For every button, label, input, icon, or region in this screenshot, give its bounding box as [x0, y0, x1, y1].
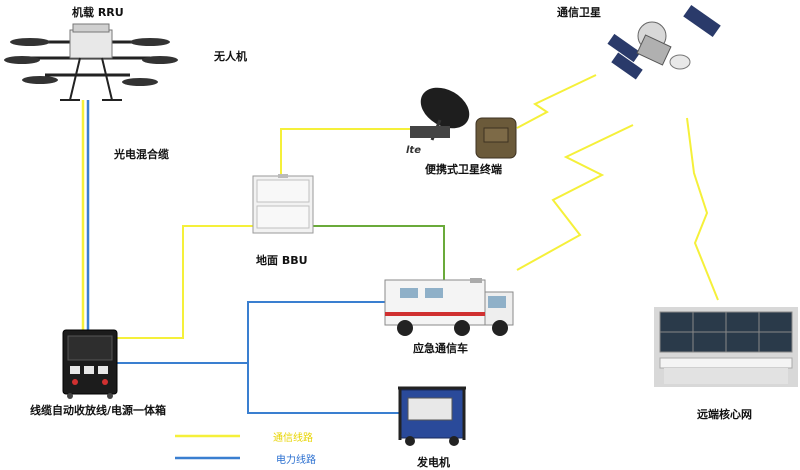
core-network-label: 远端核心网	[697, 408, 752, 421]
connection-lines	[81, 74, 719, 414]
satellite-to-core-link	[686, 117, 719, 301]
generator-icon	[398, 386, 466, 446]
terminal-to-satellite-link	[516, 74, 597, 129]
legend-power-text: 电力线路	[276, 455, 316, 466]
bbu-icon	[252, 174, 314, 234]
hybrid-cable-label: 光电混合缆	[114, 148, 169, 161]
control-room-icon	[654, 307, 798, 387]
legend-comm-text: 通信线路	[273, 433, 313, 444]
cable-box-icon	[62, 329, 118, 399]
box-to-generator-power-line	[247, 363, 400, 414]
drone-rru-label: 机载 RRU	[72, 6, 124, 19]
cable-box-label: 线缆自动收放线/电源一体箱	[30, 404, 167, 417]
portable-satellite-terminal-label: 便携式卫星终端	[425, 163, 502, 176]
bbu-to-vehicle-line	[313, 225, 445, 285]
satellite-icon	[607, 4, 721, 80]
uav-label: 无人机	[214, 50, 247, 63]
vehicle-icon	[384, 278, 514, 336]
vehicle-label: 应急通信车	[413, 342, 468, 355]
vehicle-to-satellite-link	[516, 124, 634, 271]
lte-logo: lte	[406, 145, 421, 156]
drone-icon	[4, 23, 178, 101]
portable-satellite-terminal-icon	[410, 87, 517, 159]
satellite-label: 通信卫星	[557, 6, 601, 19]
box-to-bbu-line	[117, 225, 253, 339]
generator-label: 发电机	[417, 456, 450, 469]
bbu-to-satellite-terminal-line	[280, 128, 410, 176]
box-to-vehicle-power-line	[117, 301, 385, 364]
ground-bbu-label: 地面 BBU	[256, 254, 308, 267]
